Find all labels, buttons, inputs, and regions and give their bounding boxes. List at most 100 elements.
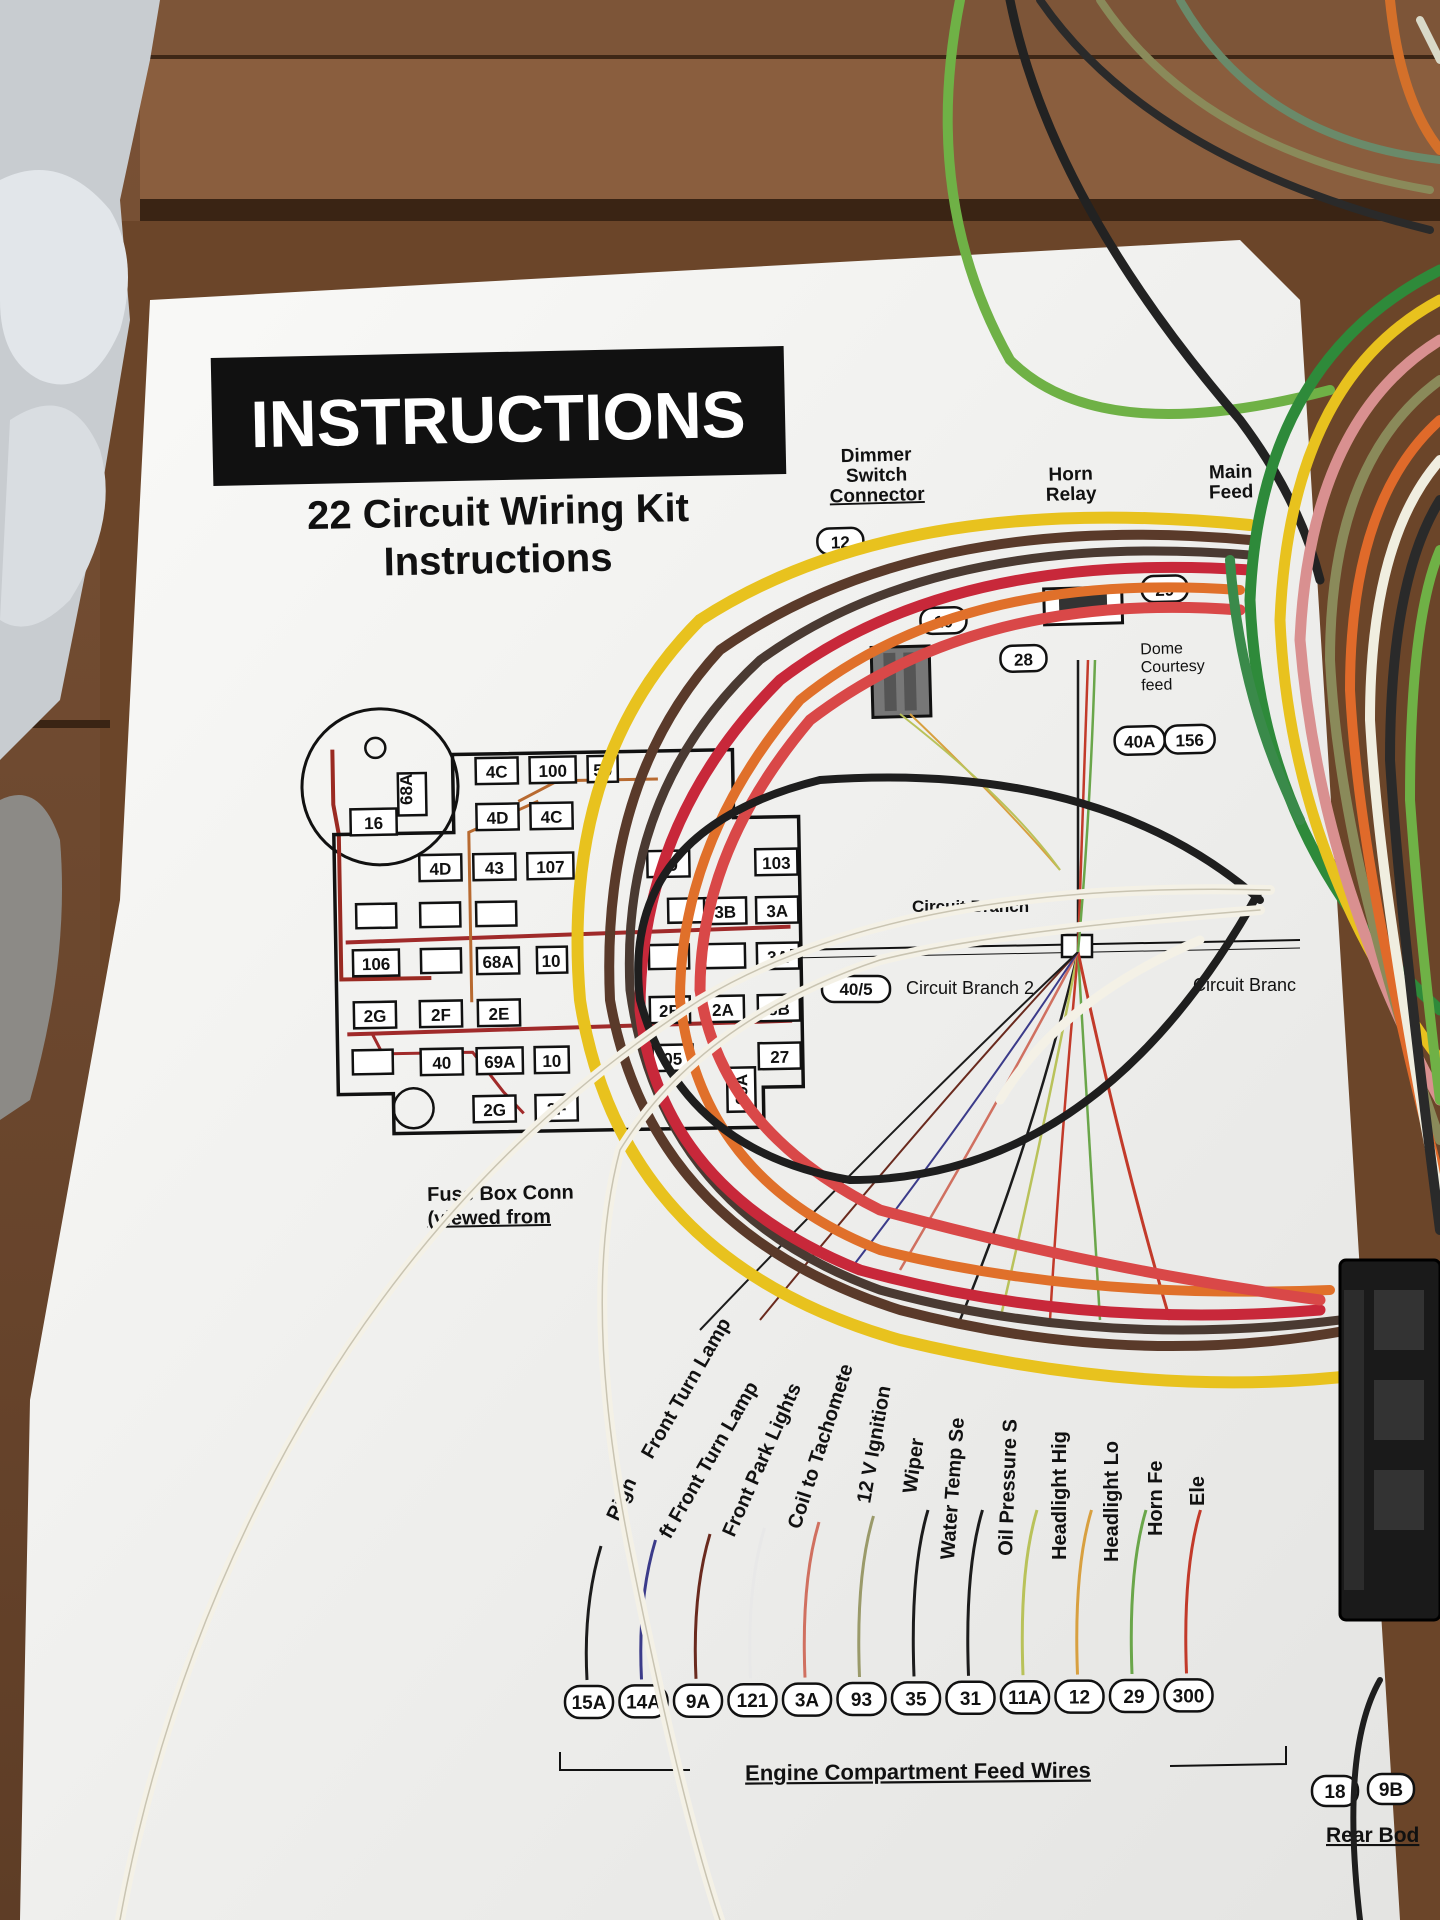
fuse-cell: 2F: [418, 999, 464, 1029]
circuit-branch-2-tag: 40/5: [820, 974, 892, 1004]
dome-label-line-1: Dome: [1140, 640, 1183, 658]
plastic-bag: [0, 0, 160, 1120]
fuse-cell: 4D: [417, 853, 463, 883]
fuse-cell: 68A: [475, 946, 521, 976]
svg-text:27: 27: [770, 1048, 789, 1067]
dimmer-label-line-1: Dimmer: [840, 444, 912, 467]
svg-text:300: 300: [1173, 1686, 1205, 1707]
title-banner: [210, 346, 787, 487]
svg-text:2E: 2E: [488, 1005, 509, 1024]
connector-tag: 28: [999, 643, 1048, 673]
fuse-cell: 3A: [754, 895, 800, 925]
feed-wire-stub: [1184, 1509, 1202, 1674]
svg-text:3A: 3A: [766, 902, 788, 921]
fuse-box-round-socket: [300, 707, 460, 867]
engine-feed-heading: Engine Compartment Feed Wires: [745, 1757, 1091, 1785]
connector-tag: 156: [1163, 723, 1216, 755]
rear-body-group: 18 9B Rear Bod: [1310, 1772, 1419, 1847]
svg-text:4D: 4D: [429, 860, 451, 879]
wire-label: Ele: [1187, 1476, 1209, 1506]
horn-label-line-2: Relay: [1046, 483, 1098, 505]
subtitle-line-2: Instructions: [383, 536, 613, 585]
dome-label-line-3: feed: [1141, 677, 1173, 695]
svg-text:2G: 2G: [483, 1101, 506, 1120]
svg-text:14A: 14A: [626, 1692, 661, 1713]
svg-text:18: 18: [1324, 1782, 1345, 1803]
svg-text:100: 100: [538, 762, 567, 781]
svg-text:40: 40: [432, 1054, 451, 1073]
rear-body-label: Rear Bod: [1326, 1824, 1419, 1847]
feed-wire-stub: [1075, 1509, 1093, 1675]
dome-label-line-2: Courtesy: [1141, 658, 1205, 677]
subtitle-line-1: 22 Circuit Wiring Kit: [307, 486, 690, 538]
svg-text:31: 31: [960, 1689, 982, 1710]
fuse-cell: 3B: [702, 896, 748, 926]
svg-text:43: 43: [485, 859, 504, 878]
rear-tag: 18: [1310, 1774, 1360, 1808]
fuse-cell: 2E: [476, 998, 522, 1028]
wire-label: Headlight Hig: [1049, 1431, 1071, 1560]
feed-number-tag: 35: [890, 1681, 942, 1716]
svg-text:103: 103: [762, 854, 791, 873]
wire-label: Headlight Lo: [1101, 1441, 1123, 1562]
svg-text:156: 156: [1175, 731, 1204, 751]
fuse-cell: 43: [471, 852, 517, 882]
feed-wire-stub: [1020, 1509, 1039, 1676]
svg-text:4D: 4D: [487, 809, 509, 828]
fuse-cell: 69A: [475, 1046, 525, 1076]
feed-number-tag: 121: [727, 1682, 778, 1718]
svg-text:93: 93: [851, 1690, 872, 1711]
fuse-cell: 16: [349, 807, 399, 837]
connector-tag: 40A: [1113, 724, 1166, 757]
harness-connector: [1338, 1258, 1440, 1622]
main-feed-label-line-1: Main: [1209, 461, 1253, 483]
feed-number-tag: 12: [1054, 1679, 1105, 1714]
feed-number-tag: 11A: [999, 1679, 1051, 1715]
fuse-cell: 27: [757, 1041, 803, 1071]
feed-number-tag: 15A: [563, 1684, 615, 1720]
title-block: INSTRUCTIONS 22 Circuit Wiring Kit Instr…: [210, 346, 787, 585]
feed-number-tag: 29: [1108, 1678, 1160, 1714]
svg-text:40/5: 40/5: [839, 980, 872, 999]
fuse-cell: 100: [528, 755, 578, 785]
svg-text:68A: 68A: [397, 774, 417, 806]
svg-text:10: 10: [541, 952, 560, 971]
feed-number-tag: 300: [1163, 1678, 1214, 1713]
horn-label-line-1: Horn: [1048, 464, 1093, 486]
svg-text:29: 29: [1123, 1687, 1144, 1708]
dimmer-label-line-3: Connector: [829, 484, 925, 507]
feed-number-tag: 93: [836, 1681, 887, 1717]
fuse-cell: 107: [525, 851, 575, 881]
fuse-cell: 4C: [474, 756, 520, 786]
fuse-cell: 106: [351, 948, 401, 978]
fuse-cell: 4D: [475, 802, 521, 832]
svg-text:4C: 4C: [541, 808, 563, 827]
feed-number-tag: 9A: [672, 1683, 724, 1719]
feed-wire-stub: [693, 1533, 712, 1679]
fuse-cell: 2G: [352, 1000, 398, 1030]
instruction-sheet: [20, 240, 1400, 1920]
svg-text:3A: 3A: [795, 1691, 820, 1712]
dimmer-label-line-2: Switch: [846, 464, 908, 487]
svg-text:107: 107: [536, 858, 565, 877]
svg-text:40A: 40A: [1124, 732, 1156, 752]
feed-wire-stub: [1129, 1509, 1148, 1675]
svg-text:16: 16: [364, 814, 383, 833]
svg-text:69A: 69A: [484, 1053, 516, 1073]
svg-text:35: 35: [905, 1689, 927, 1710]
svg-text:2A: 2A: [712, 1001, 734, 1020]
svg-text:3B: 3B: [714, 903, 736, 922]
engine-feed-wire-stubs: [584, 1509, 1202, 1681]
svg-text:106: 106: [362, 955, 391, 974]
svg-text:9B: 9B: [1379, 1780, 1403, 1801]
fuse-cell: 40: [419, 1047, 465, 1077]
fuse-cell: 103: [753, 847, 799, 877]
svg-text:121: 121: [737, 1691, 769, 1712]
rear-tag: 9B: [1366, 1772, 1416, 1806]
fuse-cell: 10: [533, 1045, 571, 1075]
feed-number-tag: 31: [945, 1680, 996, 1716]
page-title: INSTRUCTIONS: [250, 377, 746, 461]
fuse-box-caption-line-1: Fuse Box Conn: [427, 1182, 574, 1207]
